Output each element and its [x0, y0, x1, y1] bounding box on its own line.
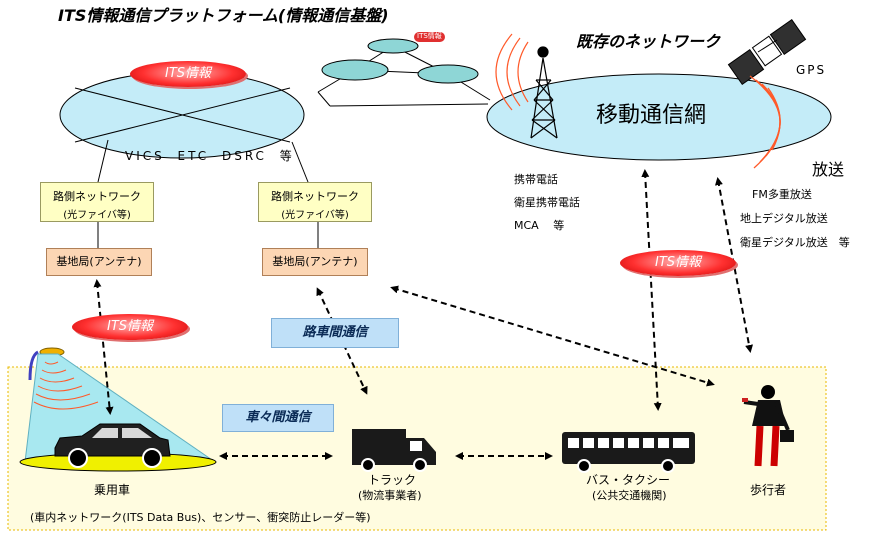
tower-radio-waves: [495, 33, 529, 111]
small-its-node-label: ITS情報: [414, 32, 445, 42]
pedestrian-icon: [742, 385, 794, 467]
road-vehicle-comm-label: 路車間通信: [271, 318, 399, 348]
gps-label: GPS: [796, 63, 827, 77]
broadcast-label: 放送: [812, 160, 845, 179]
communication-arrows: [93, 169, 754, 460]
broadcast-radio-waves: [749, 75, 781, 169]
platform-title: ITS情報通信プラットフォーム(情報通信基盤): [58, 6, 389, 25]
existing-network-title: 既存のネットワーク: [576, 32, 721, 51]
platform-cross-line: [74, 87, 291, 143]
its-info-badge-right: ITS情報: [620, 250, 736, 276]
connector-line: [291, 141, 309, 183]
car-label: 乗用車: [94, 483, 131, 497]
footer-note: (車内ネットワーク(ITS Data Bus)、センサー、衝突防止レーダー等): [30, 511, 371, 524]
broadcast-service-item: 地上デジタル放送: [740, 212, 828, 225]
truck-sub-label: (物流事業者): [358, 489, 422, 502]
antenna-tower-icon: [530, 46, 558, 139]
base-station-right: 基地局(アンテナ): [262, 248, 368, 276]
bus-sub-label: (公共交通機関): [592, 489, 667, 502]
roadside-network-left: 路側ネットワーク (光ファイバ等): [40, 182, 154, 222]
truck-icon: [352, 429, 436, 472]
bus-icon: [562, 432, 695, 473]
mobile-network-ellipse: [486, 73, 832, 161]
mobile-network-label: 移動通信網: [596, 103, 707, 128]
pedestrian-label: 歩行者: [750, 483, 787, 497]
base-station-left: 基地局(アンテナ): [46, 248, 152, 276]
car-icon: [54, 423, 171, 468]
broadcast-service-item: 衛星デジタル放送 等: [740, 236, 850, 249]
standards-label: VICS ETC DSRC 等: [125, 149, 295, 163]
mobile-service-item: MCA 等: [514, 219, 565, 232]
its-info-badge-left: ITS情報: [72, 314, 188, 340]
mobile-service-item: 携帯電話: [514, 173, 558, 186]
bus-label: バス・タクシー: [586, 473, 671, 487]
broadcast-service-item: FM多重放送: [752, 188, 812, 201]
its-info-badge: ITS情報: [130, 61, 246, 87]
truck-label: トラック: [368, 473, 417, 487]
vehicle-vehicle-comm-label: 車々間通信: [222, 404, 334, 432]
connector-line: [97, 139, 109, 183]
satellite-icon: [727, 19, 807, 85]
roadside-network-right: 路側ネットワーク (光ファイバ等): [258, 182, 372, 222]
mobile-service-item: 衛星携帯電話: [514, 196, 580, 209]
small-network: [317, 38, 491, 107]
